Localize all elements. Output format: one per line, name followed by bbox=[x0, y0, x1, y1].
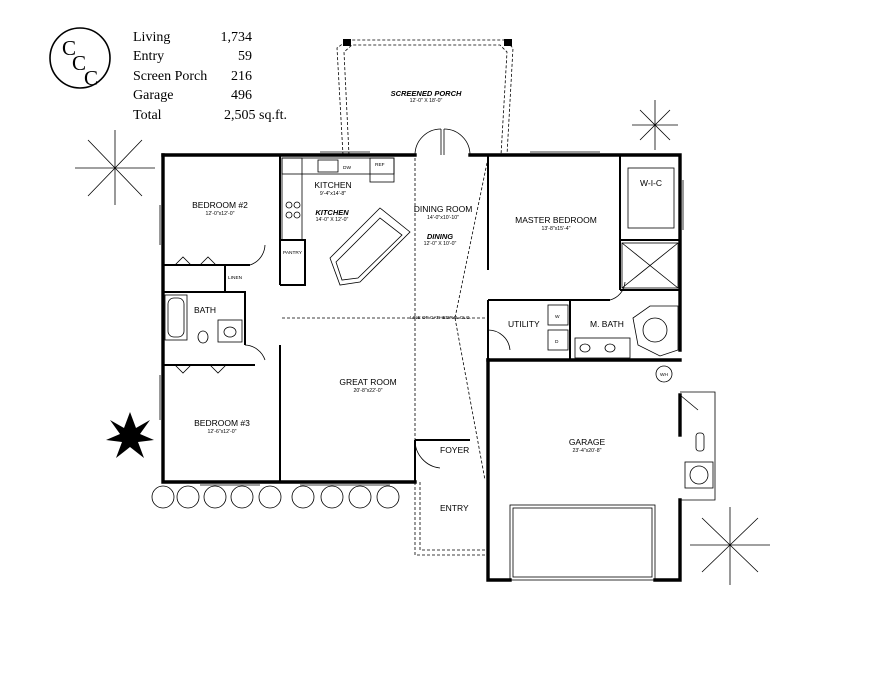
room-name-kitchen-alt: KITCHEN bbox=[315, 208, 349, 217]
area-value-entry: 59 bbox=[238, 49, 252, 64]
area-table: Living 1,734 Entry 59 Screen Porch 216 G… bbox=[133, 30, 287, 123]
cathedral-note: LINE OF CATHEDRAL CLG. bbox=[410, 315, 471, 321]
room-dims-kitchen-alt: 14'-0" X 12'-0" bbox=[316, 217, 349, 223]
room-dims-bedroom-2: 12'-0"x12'-0" bbox=[205, 211, 234, 217]
room-dims-great-room: 20'-8"x22'-0" bbox=[353, 388, 382, 394]
room-name-great-room: GREAT ROOM bbox=[339, 377, 396, 387]
garage-door bbox=[509, 391, 716, 581]
room-dims-master-bedroom: 13'-8"x15'-4" bbox=[541, 226, 570, 232]
room-name-dining-room: DINING ROOM bbox=[414, 204, 473, 214]
room-name-bath: BATH bbox=[194, 305, 216, 315]
room-name-kitchen: KITCHEN bbox=[314, 180, 351, 190]
ccc-logo: C C C bbox=[49, 27, 111, 90]
area-label-total: Total bbox=[133, 108, 162, 123]
bathroom-fixtures: WH W D bbox=[164, 167, 679, 383]
room-name-pantry: PANTRY bbox=[283, 250, 303, 256]
room-dims-dining-alt: 12'-0" X 10'-0" bbox=[424, 241, 457, 247]
logo-letter-2: C bbox=[72, 51, 86, 75]
area-value-total: 2,505 sq.ft. bbox=[224, 108, 287, 123]
room-name-bedroom-3: BEDROOM #3 bbox=[194, 418, 250, 428]
room-name-screened-porch: SCREENED PORCH bbox=[391, 89, 462, 98]
dryer-label: D bbox=[555, 339, 559, 345]
area-value-living: 1,734 bbox=[221, 30, 253, 45]
room-name-entry: ENTRY bbox=[440, 503, 469, 513]
room-name-linen: LINEN bbox=[228, 275, 243, 281]
room-dims-dining-room: 14'-0"x10'-10" bbox=[427, 215, 459, 221]
water-heater-label: WH bbox=[660, 372, 669, 378]
room-name-garage: GARAGE bbox=[569, 437, 606, 447]
logo-letter-1: C bbox=[62, 36, 76, 60]
room-dims-screened-porch: 12'-0" X 18'-0" bbox=[410, 98, 443, 104]
kitchen-counters: DW REF bbox=[281, 157, 411, 286]
dishwasher-label: DW bbox=[343, 165, 351, 171]
area-label-garage: Garage bbox=[133, 88, 173, 103]
interior-walls bbox=[163, 155, 680, 482]
washer-label: W bbox=[555, 314, 560, 320]
tree-top-right bbox=[632, 100, 678, 150]
logo-letter-3: C bbox=[84, 66, 98, 90]
entry-outline bbox=[414, 482, 485, 556]
area-value-screen-porch: 216 bbox=[231, 69, 252, 84]
room-dims-bedroom-3: 12'-6"x12'-0" bbox=[207, 429, 236, 435]
palm-bottom-left bbox=[106, 412, 154, 458]
room-name-master-bedroom: MASTER BEDROOM bbox=[515, 215, 597, 225]
room-name-utility: UTILITY bbox=[508, 319, 540, 329]
tree-bottom-right bbox=[690, 507, 770, 585]
area-value-garage: 496 bbox=[231, 88, 252, 103]
room-name-foyer: FOYER bbox=[440, 445, 469, 455]
tree-top-left bbox=[75, 130, 155, 205]
area-label-entry: Entry bbox=[133, 49, 164, 64]
room-name-wic: W-I-C bbox=[640, 178, 662, 188]
room-dims-kitchen: 9'-4"x14'-8" bbox=[320, 191, 346, 197]
room-name-m-bath: M. BATH bbox=[590, 319, 624, 329]
doors bbox=[174, 128, 699, 469]
room-dims-garage: 23'-4"x20'-8" bbox=[572, 448, 601, 454]
screened-porch-outline bbox=[336, 39, 514, 156]
area-label-screen-porch: Screen Porch bbox=[133, 69, 207, 84]
landscape-shrubs bbox=[151, 485, 400, 509]
cathedral-ceiling-lines: LINE OF CATHEDRAL CLG. bbox=[282, 157, 489, 481]
room-name-bedroom-2: BEDROOM #2 bbox=[192, 200, 248, 210]
area-label-living: Living bbox=[133, 30, 170, 45]
refrigerator-label: REF bbox=[375, 162, 385, 168]
room-name-dining-alt: DINING bbox=[427, 232, 453, 241]
room-labels: SCREENED PORCH 12'-0" X 18'-0" KITCHEN 9… bbox=[192, 89, 662, 513]
